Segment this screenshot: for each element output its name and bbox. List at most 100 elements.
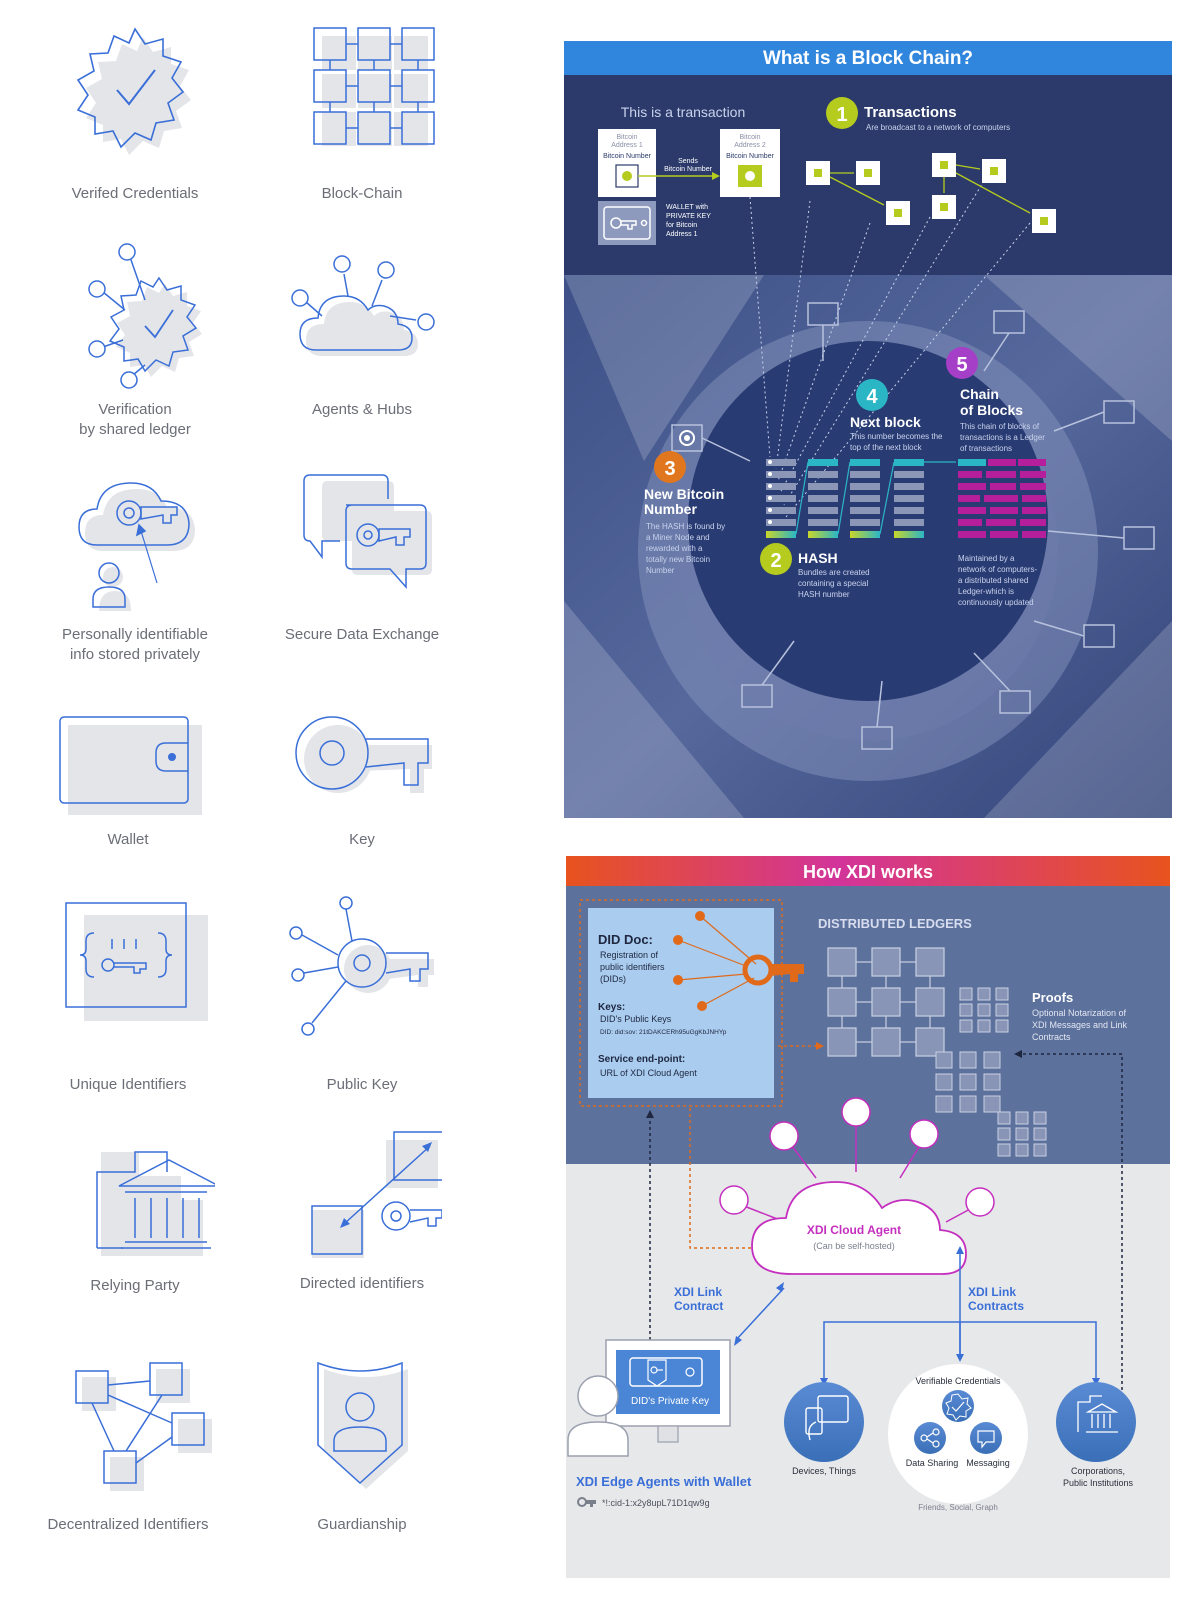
bc-header-bar [564,41,1172,75]
share-icon [920,1428,940,1448]
icon-card-unique-identifiers: Unique Identifiers [28,895,228,1105]
xdi-proofs-title: Proofs [1032,990,1073,1005]
guardianship-shield-icon [317,1361,408,1489]
xdi-link2-branches [823,1254,1097,1380]
bc-step5-desc-2: transactions is a Ledger [960,433,1045,442]
xdi-proofs-d2: XDI Messages and Link [1032,1020,1128,1030]
bc-step3-title-1: New Bitcoin [644,486,724,502]
bc-step2-desc-3: HASH number [798,590,850,599]
bc-step2-badge [760,543,792,575]
xdi-proofs-d1: Optional Notarization of [1032,1008,1127,1018]
xdi-corp-line1: Corporations, [1071,1466,1125,1476]
bc-block-columns [766,459,956,538]
xdi-did-doc-d2: public identifiers [600,962,665,972]
bc-step3-desc-3: rewarded with a [646,544,703,553]
bc-maint-2: network of computers- [958,565,1037,574]
bc-step4-desc-2: top of the next block [850,443,923,452]
bc-step3-desc-2: a Miner Node and [646,533,710,542]
bc-step3-num: 3 [664,458,675,480]
bc-addr2-top: Bitcoin [739,134,760,141]
xdi-infographic: How XDI works DISTRIBUTED LEDGERS DID Do… [566,856,1170,1578]
bc-step5-desc-1: This chain of blocks of [960,422,1040,431]
bc-addr2-sub: Address 2 [734,142,766,149]
bc-step5-num: 5 [956,354,967,376]
icon-card-guardianship: Guardianship [262,1355,462,1545]
cloud-key-person-icon [78,482,195,611]
bc-step5-desc-3: of transactions [960,444,1012,453]
bc-step5-title-2: of Blocks [960,402,1023,418]
icon-card-decentralized-identifiers: Decentralized Identifiers [28,1355,228,1545]
blockchain-diagram: What is a Block Chain? [564,41,1172,818]
verified-badge-icon [76,27,191,155]
bc-dotted-links [749,180,1031,518]
bc-step1-title: Transactions [864,104,957,121]
xdi-cloud-agent-icon [719,1097,995,1275]
bc-step5-badge [946,347,978,379]
xdi-ledgers-label: DISTRIBUTED LEDGERS [818,916,972,931]
xdi-messaging-orb [970,1422,1002,1454]
icon-card-key: Key [262,705,462,865]
icon-card-public-key: Public Key [262,895,462,1105]
icon-card-block-chain: Block-Chain [262,20,462,210]
bc-tx-title: This is a transaction [621,104,746,120]
icon-label: Public Key [326,1076,398,1093]
xdi-device-icon [805,1395,849,1441]
xdi-devices-label: Devices, Things [792,1466,856,1476]
xdi-svc-d1: URL of XDI Cloud Agent [600,1068,697,1078]
relying-party-building-icon [96,1151,215,1256]
decentralized-nodes-icon [75,1362,212,1491]
bc-facets [564,275,1172,818]
bc-step2-desc-1: Bundles are created [798,568,870,577]
xdi-title: How XDI works [803,862,933,882]
bc-chain-of-blocks [958,459,1046,538]
block-chain-icon [313,27,435,146]
icon-card-verified-credentials: Verifed Credentials [35,20,235,210]
xdi-vc-label: Verifiable Credentials [915,1376,1001,1386]
bc-step3-desc-4: totally new Bitcoin [646,555,710,564]
agents-hubs-cloud-icon [291,255,435,356]
icon-label: Decentralized Identifiers [47,1516,209,1533]
bc-title: What is a Block Chain? [763,48,973,69]
bc-broadcast-nodes [806,153,1056,233]
xdi-vc-circle [888,1364,1028,1504]
bc-wallet-3: for Bitcoin [666,222,697,229]
public-key-network-icon [289,896,434,1036]
xdi-keys-d2: DID: did:sov: 21tDAKCERh95uGgKbJNHYp [600,1029,727,1036]
xdi-data-sharing-orb [914,1422,946,1454]
wallet-icon [59,716,202,815]
icon-label: Key [349,831,375,848]
icon-card-relying-party: Relying Party [35,1140,235,1310]
bc-step3-title-2: Number [644,501,697,517]
icon-label: Guardianship [317,1516,407,1533]
bc-sends-1: Sends [678,158,698,165]
unique-identifier-icon [65,902,208,1021]
icon-label: Agents & Hubs [311,401,413,418]
message-icon [977,1430,995,1449]
blockchain-infographic: What is a Block Chain? [564,41,1172,818]
secure-exchange-bubbles-icon [303,474,432,589]
xdi-edge-id-label: *!:cid-1:x2y8upL71D1qw9g [602,1498,710,1508]
bc-wallet-2: PRIVATE KEY [666,213,711,220]
bc-step3-desc-5: Number [646,566,675,575]
xdi-dotted-arrows [649,1045,1123,1408]
xdi-data-sharing-label: Data Sharing [906,1458,959,1468]
xdi-friends-label: Friends, Social, Graph [918,1503,998,1512]
bc-step3-badge [654,451,686,483]
xdi-link2-line1: XDI Link [968,1285,1016,1299]
xdi-did-doc-d3: (DIDs) [600,974,626,984]
icon-label: Secure Data Exchange [284,626,440,643]
xdi-link1-line1: XDI Link [674,1285,722,1299]
xdi-keys-title: Keys: [598,1002,625,1013]
xdi-did-doc-title: DID Doc: [598,932,653,947]
bc-maint-3: a distributed shared [958,576,1028,585]
bc-address1-card [598,129,656,197]
bc-maint-4: Ledger-which is [958,587,1014,596]
icon-card-secure-data-exchange: Secure Data Exchange [262,465,462,675]
bc-step2-title: HASH [798,550,838,566]
bc-maint-5: continuously updated [958,598,1034,607]
institution-icon [1077,1395,1119,1433]
bc-wallet-4: Address 1 [666,231,698,238]
bc-maint-1: Maintained by a [958,554,1015,563]
